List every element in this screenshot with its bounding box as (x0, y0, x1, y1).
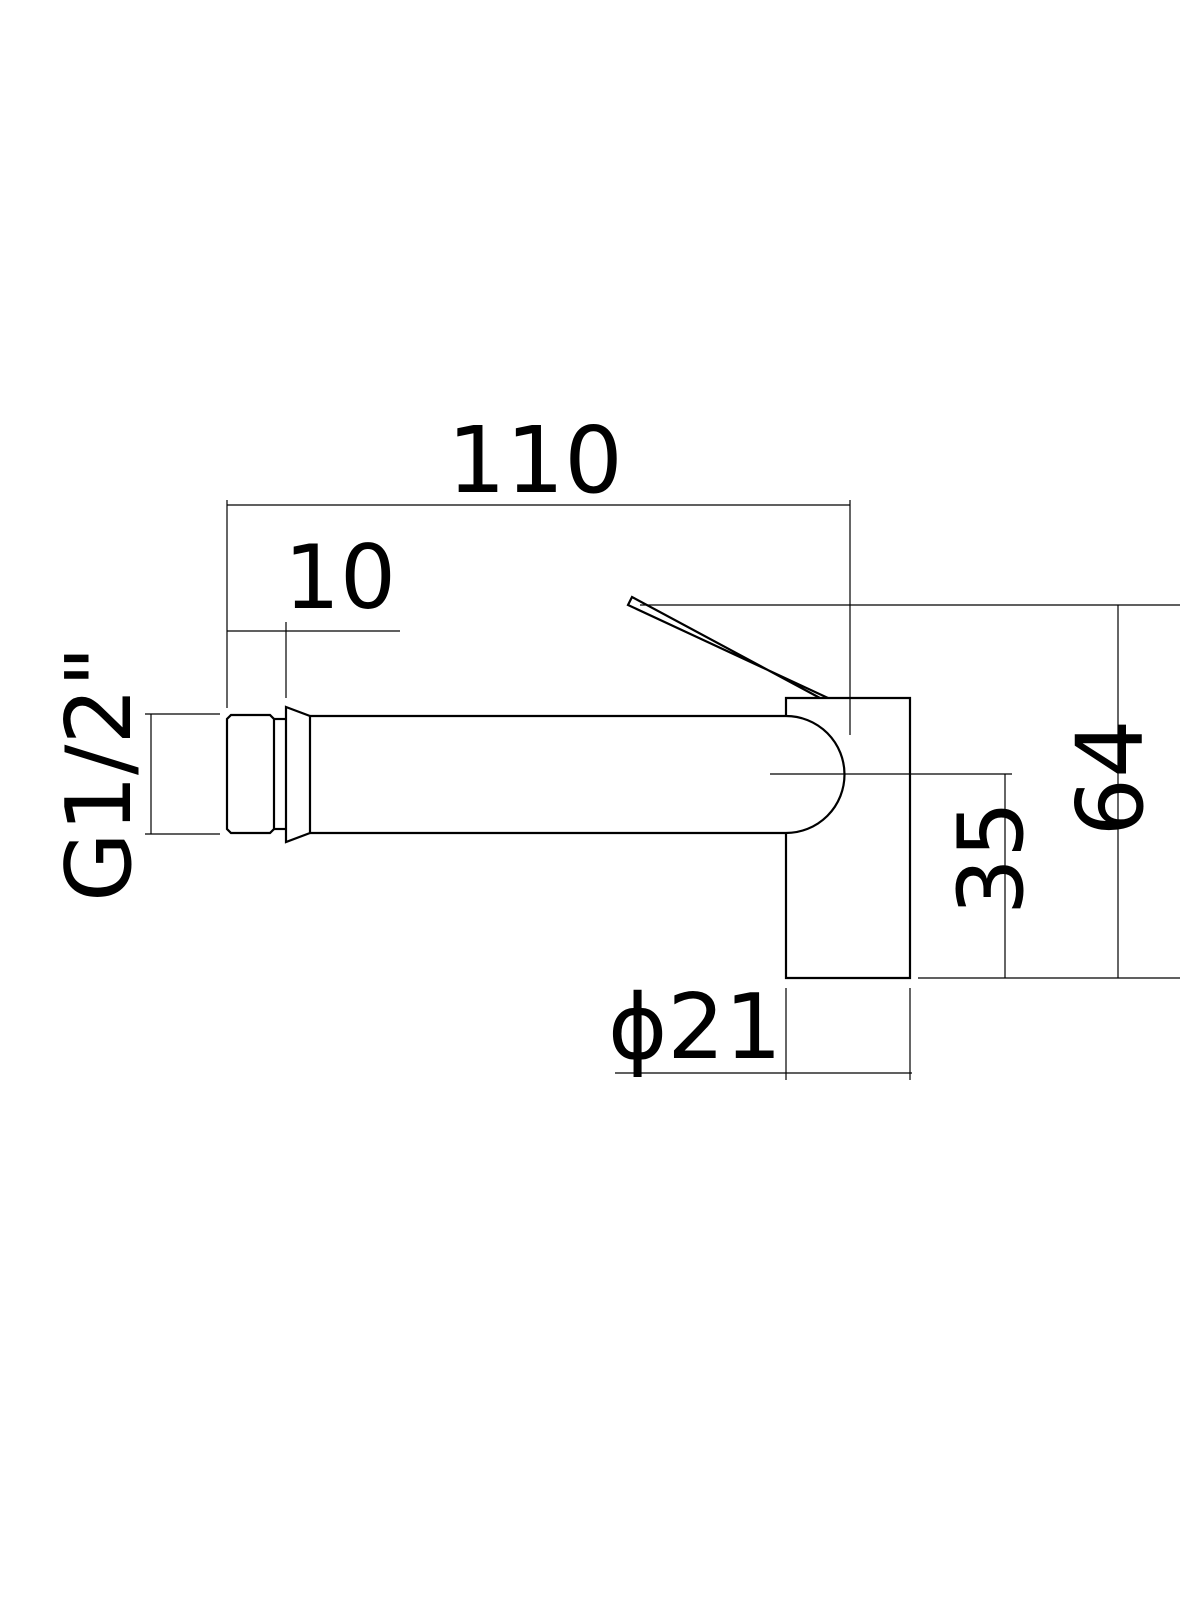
lever-handle (626, 595, 829, 699)
dimension-10: 10 (284, 526, 396, 629)
dimension-diameter-21: ϕ21 (608, 975, 782, 1080)
dimension-lines (145, 500, 1180, 1080)
thread (225, 713, 276, 835)
flange (284, 705, 312, 844)
dimension-110: 110 (447, 407, 623, 514)
dimension-64: 64 (1057, 719, 1164, 836)
dimension-thread-size: G1/2" (47, 646, 152, 902)
spout (310, 714, 846, 835)
body (784, 696, 912, 980)
faucet-outline (225, 595, 912, 980)
dimension-35: 35 (939, 801, 1044, 916)
